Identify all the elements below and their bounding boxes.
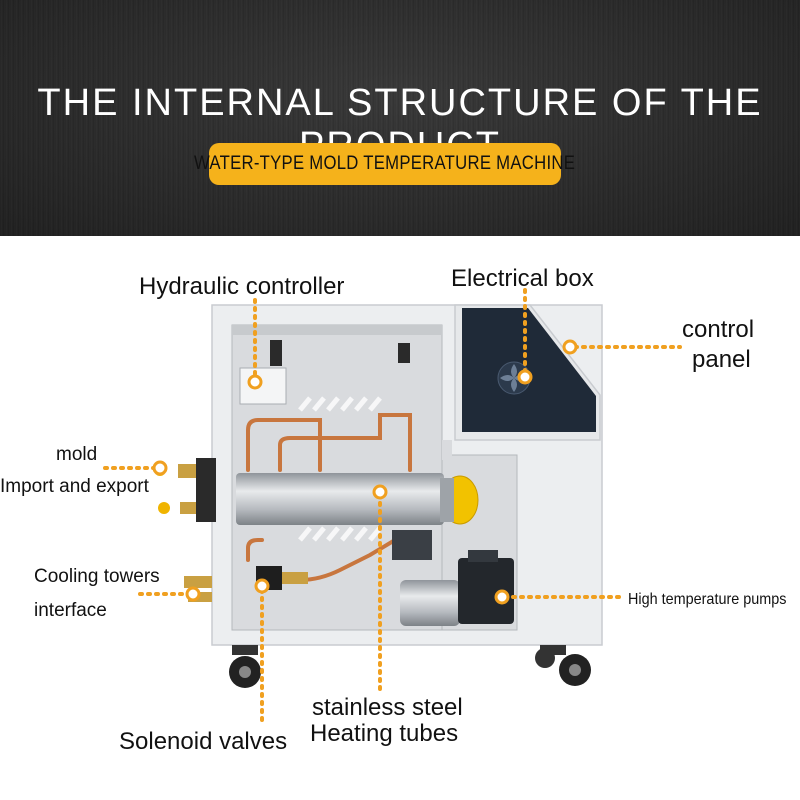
mold-label-line1: mold xyxy=(56,444,98,465)
cooling-label-line1: Cooling towers xyxy=(34,566,160,587)
controller-bracket xyxy=(270,340,282,366)
heating-tube xyxy=(236,473,444,525)
heating-tubes-label-line1: stainless steel xyxy=(312,694,463,721)
brass-fitting xyxy=(282,572,308,584)
hydraulic-controller-label: Hydraulic controller xyxy=(139,273,345,300)
electrical-box-label: Electrical box xyxy=(451,265,594,292)
solenoid-valves-label: Solenoid valves xyxy=(119,728,288,755)
bracket-right xyxy=(398,343,410,363)
heating-tubes-label-line2: Heating tubes xyxy=(310,720,459,747)
high-temp-pumps-label: High temperature pumps xyxy=(628,591,787,608)
subtitle-badge: WATER-TYPE MOLD TEMPERATURE MACHINE xyxy=(194,143,575,185)
fan-blades xyxy=(500,364,528,392)
hydraulic-controller-box xyxy=(239,367,287,405)
subtitle-text: WATER-TYPE MOLD TEMPERATURE MACHINE xyxy=(194,153,576,174)
pump-housing xyxy=(400,580,460,626)
pump-flange xyxy=(392,530,432,560)
cooling-label-line2: interface xyxy=(34,600,107,621)
control-panel-face xyxy=(462,308,596,432)
mold-label-line2: Import and export xyxy=(0,476,149,497)
callout-lines xyxy=(103,288,682,727)
callout-points xyxy=(152,339,578,605)
cooling-ports xyxy=(184,576,212,602)
control-panel-label-line1: control xyxy=(682,316,755,343)
control-panel-label-line2: panel xyxy=(692,346,751,373)
mold-ports xyxy=(154,458,216,522)
top-rail xyxy=(232,325,442,335)
caster-wheels xyxy=(229,645,591,688)
header-banner xyxy=(0,0,800,236)
pump-motor xyxy=(458,558,514,624)
